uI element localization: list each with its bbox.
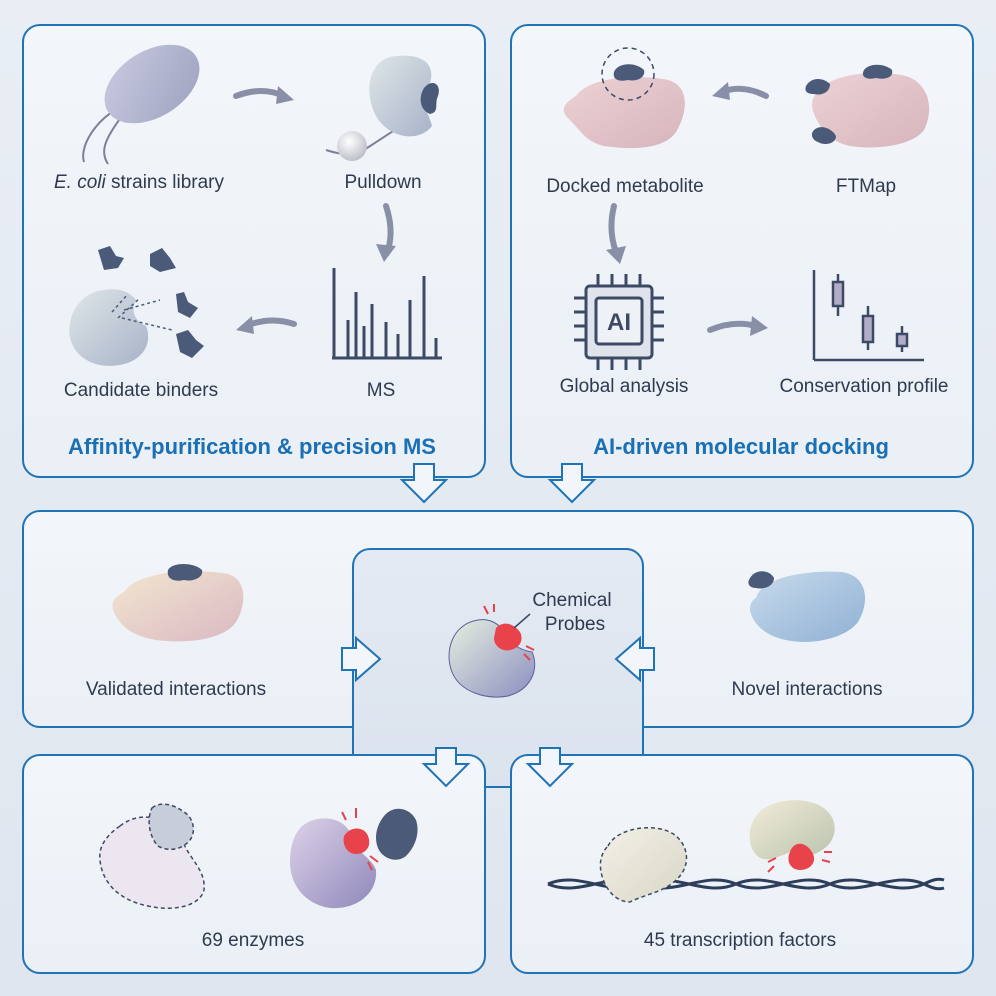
ecoli-library-label: E. coli strains library xyxy=(54,172,224,194)
chemical-probes-line2: Probes xyxy=(544,614,606,635)
ftmap-label: FTMap xyxy=(835,176,897,197)
affinity-panel xyxy=(22,24,486,478)
docking-heading: AI-driven molecular docking xyxy=(593,434,889,459)
transcription-factors-label: 45 transcription factors xyxy=(643,930,837,951)
probes-panel xyxy=(352,548,644,788)
candidate-binders-label: Candidate binders xyxy=(63,380,219,401)
ms-label: MS xyxy=(366,380,396,401)
enzymes-label: 69 enzymes xyxy=(201,930,305,951)
ecoli-italic: E. coli xyxy=(54,172,106,193)
pulldown-label: Pulldown xyxy=(344,172,422,193)
affinity-heading: Affinity-purification & precision MS xyxy=(68,434,436,459)
conservation-profile-label: Conservation profile xyxy=(779,376,949,397)
docked-metabolite-label: Docked metabolite xyxy=(546,176,704,197)
docking-panel xyxy=(510,24,974,478)
global-analysis-label: Global analysis xyxy=(559,376,689,397)
library-rest: strains library xyxy=(105,172,224,193)
validated-interactions-label: Validated interactions xyxy=(85,679,267,700)
novel-interactions-label: Novel interactions xyxy=(731,679,883,700)
tf-panel xyxy=(510,754,974,974)
chemical-probes-line1: Chemical xyxy=(532,590,612,611)
